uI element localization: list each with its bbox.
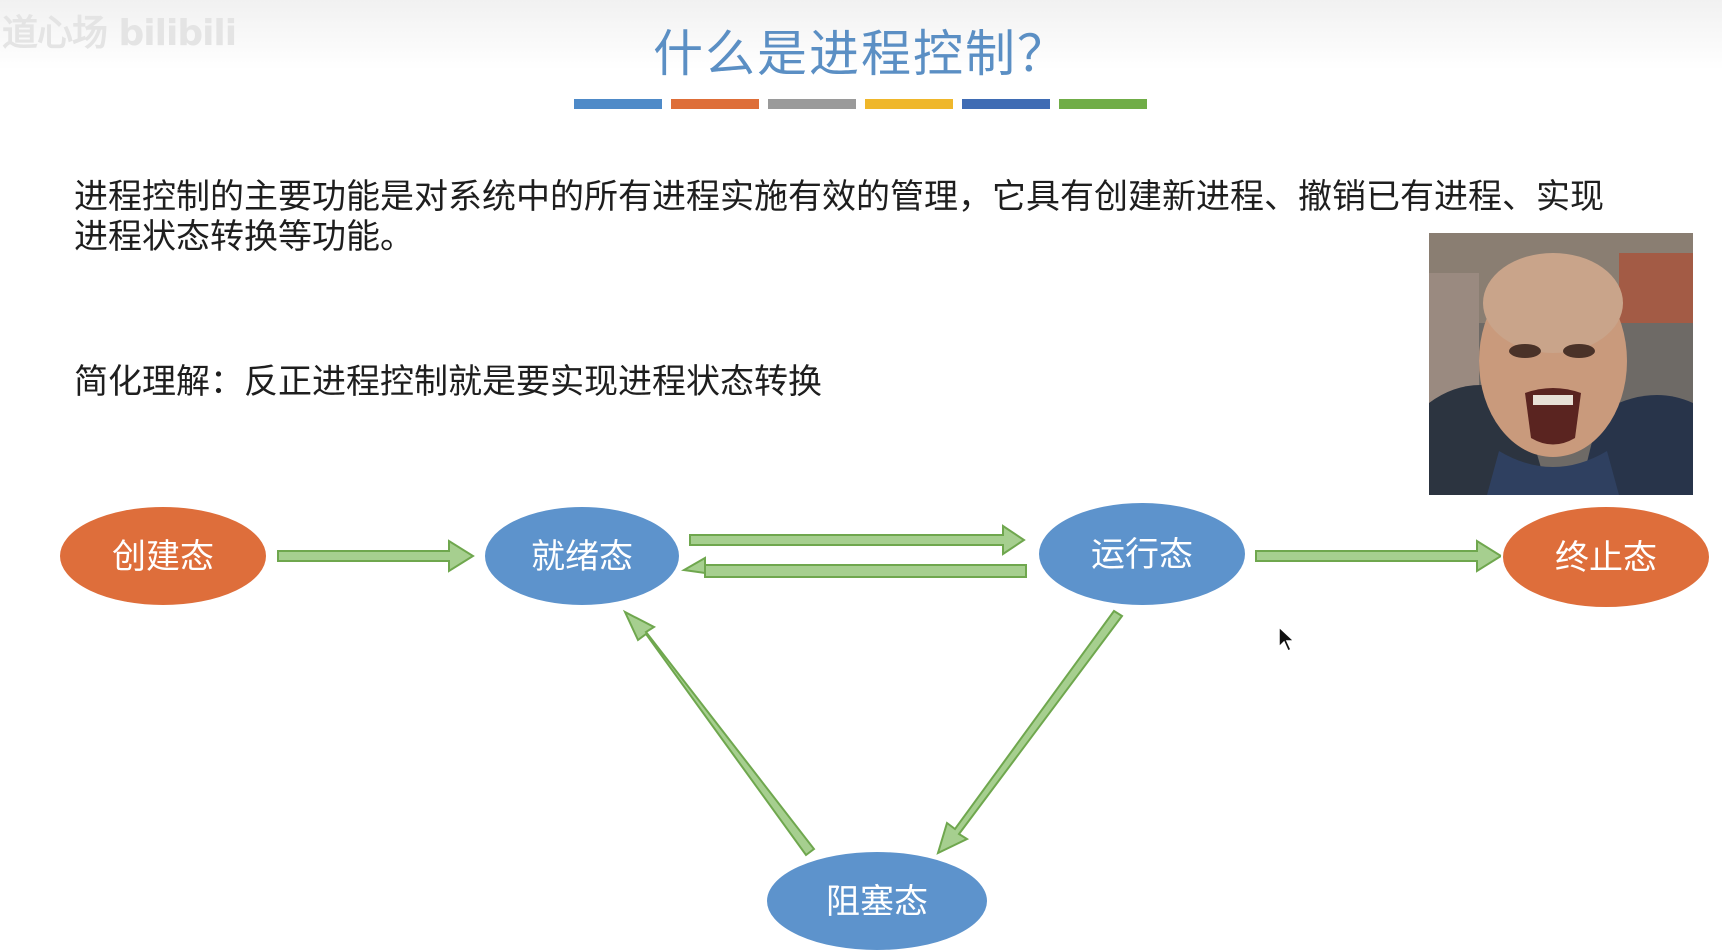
arrow-blocked-to-ready <box>622 609 816 857</box>
arrow-running-to-blocked <box>936 609 1124 855</box>
title-bar-yellow <box>865 99 953 109</box>
title-bar-green <box>1059 99 1147 109</box>
arrow-running-to-ready <box>680 556 1027 578</box>
meme-photo <box>1429 233 1693 495</box>
title-bar-gray <box>768 99 856 109</box>
state-blocked-label: 阻塞态 <box>826 882 928 922</box>
paragraph-line-1: 进程控制的主要功能是对系统中的所有进程实施有效的管理，它具有创建新进程、撤销已有… <box>74 177 1604 217</box>
page-title: 什么是进程控制？ <box>653 25 1069 83</box>
arrow-running-to-terminate <box>1255 539 1503 573</box>
state-ready-label: 就绪态 <box>531 537 633 577</box>
arrow-ready-to-running <box>689 524 1026 556</box>
mouse-cursor-icon <box>1278 626 1296 652</box>
arrow-create-to-ready <box>277 539 475 573</box>
state-terminate: 终止态 <box>1501 505 1711 609</box>
state-ready: 就绪态 <box>483 505 681 607</box>
state-running-label: 运行态 <box>1091 535 1193 575</box>
title-bar-blue <box>574 99 662 109</box>
summary-text: 简化理解：反正进程控制就是要实现进程状态转换 <box>74 362 822 402</box>
watermark: 道心场 bilibili <box>2 13 237 54</box>
title-bar-orange <box>671 99 759 109</box>
state-create-label: 创建态 <box>112 537 214 577</box>
state-running: 运行态 <box>1037 501 1247 607</box>
paragraph-line-2: 进程状态转换等功能。 <box>74 217 414 257</box>
title-color-bars <box>574 99 1147 109</box>
state-create: 创建态 <box>58 505 268 607</box>
state-blocked: 阻塞态 <box>765 850 989 952</box>
state-terminate-label: 终止态 <box>1555 538 1657 578</box>
title-bar-navy <box>962 99 1050 109</box>
